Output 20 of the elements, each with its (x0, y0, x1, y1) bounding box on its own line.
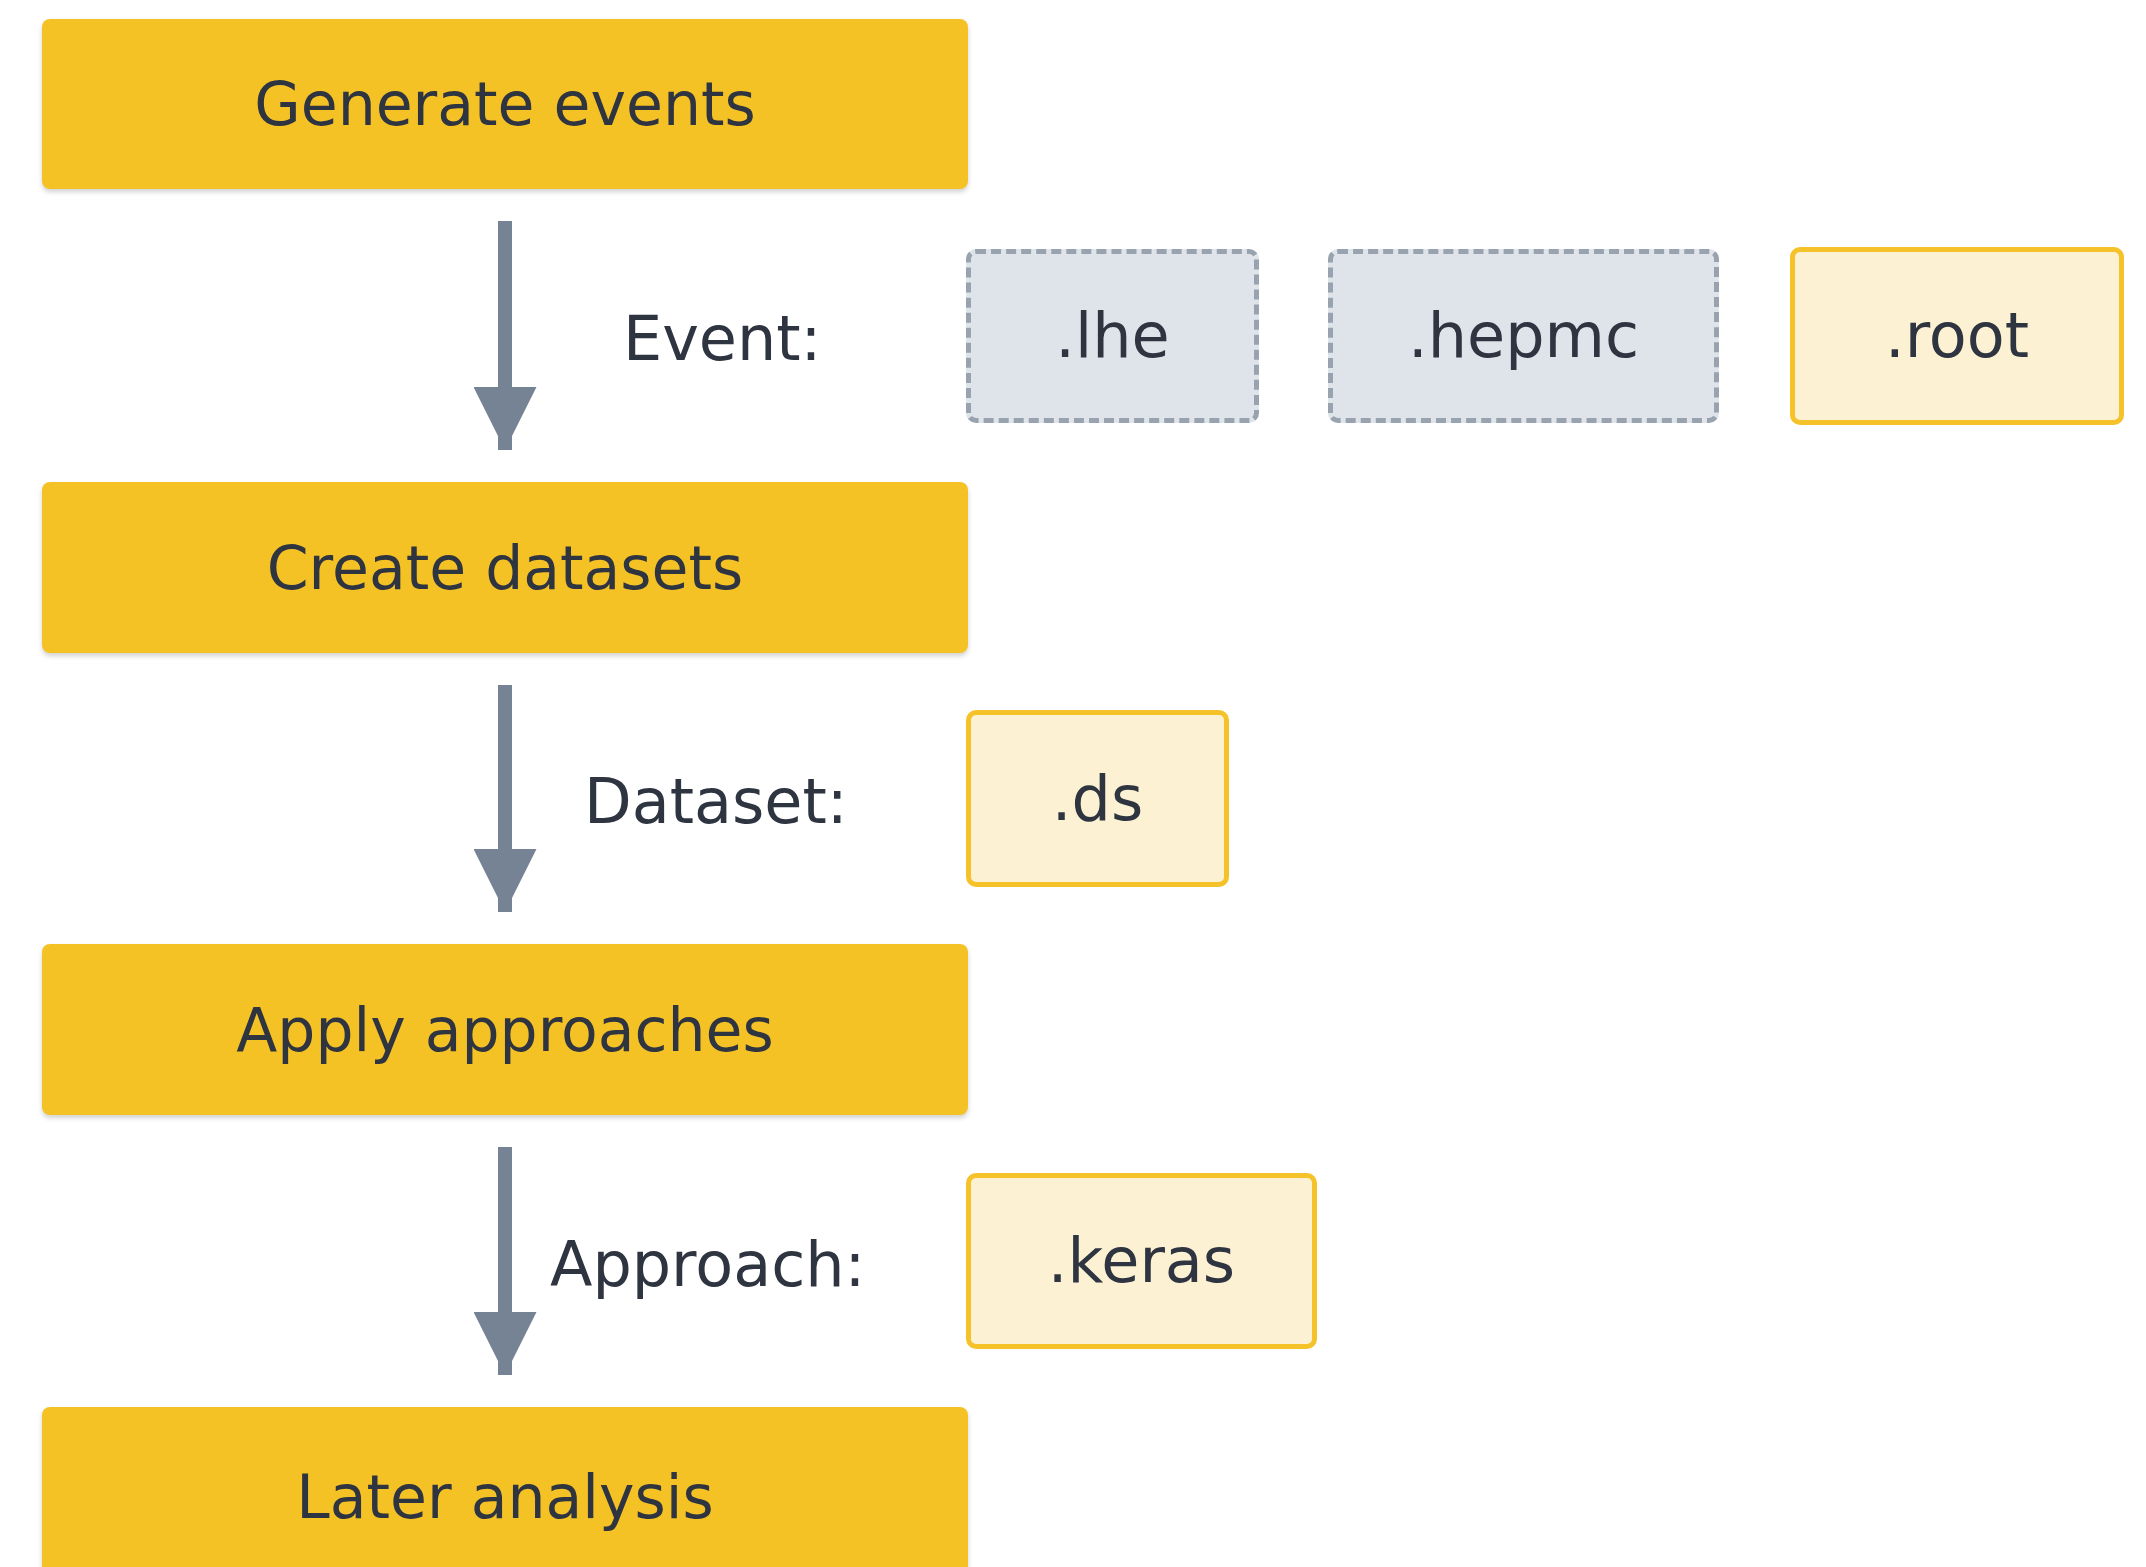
file-format-box (966, 1173, 1317, 1349)
node-label: .ds (1051, 767, 1144, 830)
file-format-box (966, 249, 1259, 423)
edge-label: Event: (623, 308, 822, 370)
node-label: .root (1885, 305, 2029, 367)
node-label: .keras (1047, 1230, 1236, 1292)
node-label: Generate events (254, 74, 756, 134)
process-box (42, 1407, 968, 1567)
node-label: Create datasets (266, 537, 744, 598)
edge-label: Dataset: (584, 771, 848, 833)
arrow (473, 685, 537, 912)
node-label: .lhe (1055, 305, 1170, 367)
file-format-box (1328, 249, 1719, 423)
arrow (473, 1147, 537, 1375)
file-format-box (1790, 247, 2124, 425)
arrow (473, 221, 537, 450)
process-box (42, 482, 968, 653)
process-box (42, 19, 968, 189)
file-format-box (966, 710, 1229, 887)
process-box (42, 944, 968, 1115)
